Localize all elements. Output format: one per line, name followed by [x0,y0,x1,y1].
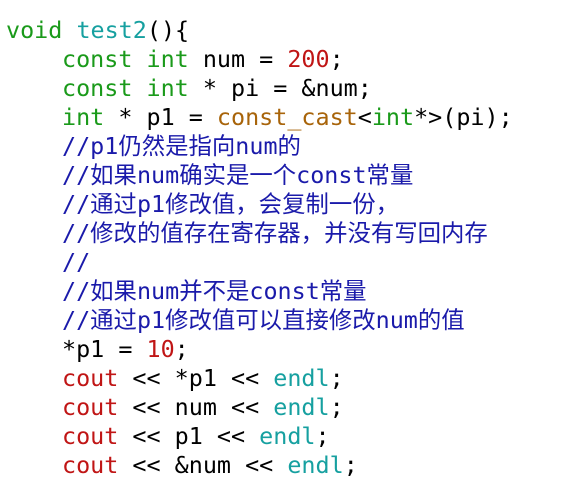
plain-token: << p1 << [118,422,260,450]
code-line: *p1 = 10; [6,335,513,364]
keyword-token: const [62,74,133,102]
literal-token: 10 [146,335,175,363]
keyword-token: int [62,103,105,131]
comment-token: //通过p1修改值，会复制一份， [62,190,400,218]
code-line: //如果num确实是一个const常量 [6,161,513,190]
keyword-token: void [6,16,63,44]
function-token: endl [259,422,316,450]
keyword-token: int [371,103,415,131]
code-line: void test2(){ [6,16,513,45]
literal-token: cout [62,393,119,421]
comment-token: // [62,248,91,276]
function-token: endl [273,364,330,392]
function-token: test2 [76,16,147,44]
plain-token: << &num << [118,451,288,479]
comment-token: //通过p1修改值可以直接修改num的值 [62,306,465,334]
plain-token: *p1 = [62,335,147,363]
plain-token [132,74,146,102]
code-line: cout << p1 << endl; [6,422,513,451]
code-line: cout << *p1 << endl; [6,364,513,393]
plain-token: ; [329,364,344,392]
plain-token [62,16,76,44]
plain-token: < [357,103,372,131]
plain-token: *>(pi); [414,103,513,131]
plain-token [132,45,146,73]
literal-token: 200 [287,45,330,73]
comment-token: //p1仍然是指向num的 [62,132,301,160]
keyword-token: int [146,74,189,102]
function-token: endl [273,393,330,421]
plain-token: << num << [118,393,274,421]
function-token: endl [287,451,344,479]
code-line: int * p1 = const_cast<int*>(pi); [6,103,513,132]
literal-token: cout [62,364,119,392]
code-line: //通过p1修改值可以直接修改num的值 [6,306,513,335]
comment-token: //修改的值存在寄存器，并没有写回内存 [62,219,488,247]
code-line: cout << num << endl; [6,393,513,422]
comment-token: //如果num确实是一个const常量 [62,161,414,189]
code-line: const int num = 200; [6,45,513,74]
plain-token: ; [343,451,358,479]
code-line: cout << &num << endl; [6,451,513,480]
plain-token: * p1 = [104,103,217,131]
plain-token: num = [188,45,288,73]
comment-token: //如果num并不是const常量 [62,277,367,305]
code-block: void test2(){const int num = 200;const i… [6,16,513,480]
plain-token: (){ [146,16,190,44]
cast-token: const_cast [216,103,358,131]
literal-token: cout [62,451,119,479]
keyword-token: const [62,45,133,73]
code-line: //修改的值存在寄存器，并没有写回内存 [6,219,513,248]
plain-token: ; [315,422,330,450]
plain-token: ; [329,393,344,421]
plain-token: ; [174,335,189,363]
code-line: //通过p1修改值，会复制一份， [6,190,513,219]
code-line: //如果num并不是const常量 [6,277,513,306]
plain-token: * pi = &num; [188,74,372,102]
code-line: const int * pi = &num; [6,74,513,103]
keyword-token: int [146,45,189,73]
plain-token: ; [329,45,344,73]
code-line: // [6,248,513,277]
plain-token: << *p1 << [118,364,274,392]
literal-token: cout [62,422,119,450]
code-line: //p1仍然是指向num的 [6,132,513,161]
